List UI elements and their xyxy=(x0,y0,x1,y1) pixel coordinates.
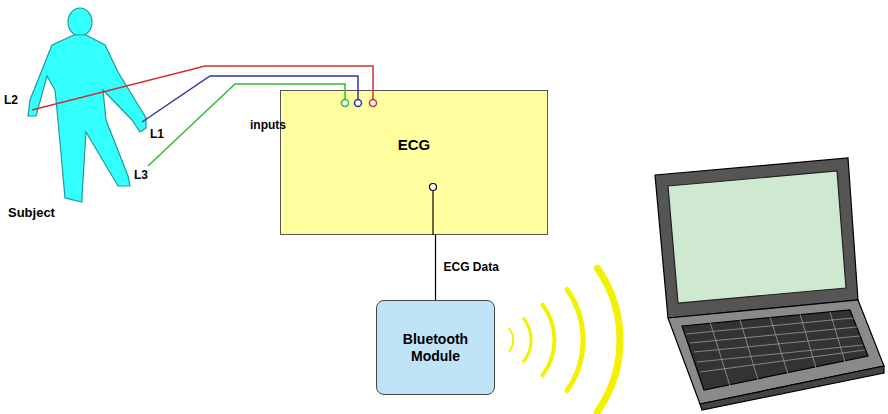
subject-label: Subject xyxy=(8,206,55,220)
node-label: ECG xyxy=(398,136,431,154)
module-box: Bluetooth Module xyxy=(376,300,495,395)
connector-label: ECG Data xyxy=(444,260,499,274)
lead-label: L3 xyxy=(134,168,148,182)
device-box: ECG xyxy=(280,90,548,235)
laptop-computer xyxy=(655,158,884,410)
radio-waves xyxy=(509,268,620,411)
subject-figure xyxy=(28,8,146,202)
node-label: Bluetooth Module xyxy=(388,331,483,365)
inputs-label: inputs xyxy=(250,118,286,132)
lead-label: L2 xyxy=(4,93,18,107)
data-connector xyxy=(435,235,436,300)
lead-label: L1 xyxy=(150,127,164,141)
